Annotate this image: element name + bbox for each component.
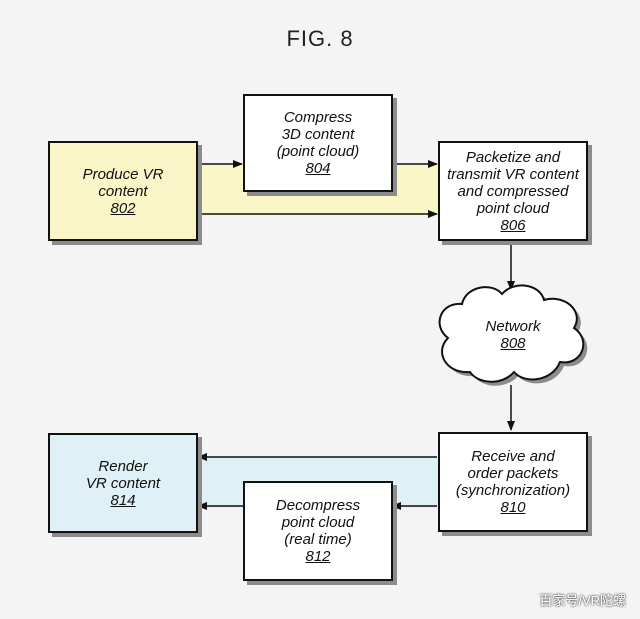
- render-line-2: VR content: [85, 474, 161, 492]
- packetize-line-4: point cloud: [476, 199, 550, 217]
- produce-line-1: Produce VR: [82, 165, 164, 183]
- compress-ref: 804: [305, 160, 331, 177]
- network-ref: 808: [500, 335, 526, 352]
- produce-line-2: content: [98, 182, 148, 200]
- receive-order-packets-box: Receive and order packets (synchronizati…: [438, 432, 588, 532]
- decompress-ref: 812: [305, 548, 331, 565]
- decompress-line-2: point cloud: [281, 514, 355, 531]
- compress-line-1: Compress: [283, 109, 353, 126]
- packetize-ref: 806: [500, 216, 526, 234]
- decompress-line-3: (real time): [284, 531, 352, 548]
- receive-line-1: Receive and: [471, 448, 555, 465]
- receive-line-2: order packets: [467, 465, 559, 482]
- render-ref: 814: [110, 491, 136, 509]
- receive-ref: 810: [500, 499, 526, 516]
- packetize-transmit-box: Packetize and transmit VR content and co…: [438, 141, 588, 241]
- watermark-text: 百家号/VR陀螺: [539, 593, 626, 608]
- decompress-line-1: Decompress: [275, 497, 361, 514]
- network-cloud-shape: [438, 284, 588, 386]
- produce-ref: 802: [110, 199, 136, 217]
- packetize-line-3: and compressed: [457, 182, 569, 200]
- compress-line-2: 3D content: [281, 126, 355, 143]
- figure-title: FIG. 8: [286, 26, 354, 51]
- network-label: Network 808: [440, 318, 586, 352]
- decompress-point-cloud-box: Decompress point cloud (real time) 812: [243, 481, 393, 581]
- render-vr-content-box: Render VR content 814: [48, 433, 198, 533]
- network-line-1: Network: [485, 318, 541, 335]
- produce-vr-content-box: Produce VR content 802: [48, 141, 198, 241]
- receive-line-3: (synchronization): [455, 482, 571, 499]
- packetize-line-2: transmit VR content: [447, 165, 579, 183]
- compress-3d-content-box: Compress 3D content (point cloud) 804: [243, 94, 393, 192]
- packetize-line-1: Packetize and: [465, 148, 561, 166]
- render-line-1: Render: [98, 457, 148, 475]
- compress-line-3: (point cloud): [276, 143, 360, 160]
